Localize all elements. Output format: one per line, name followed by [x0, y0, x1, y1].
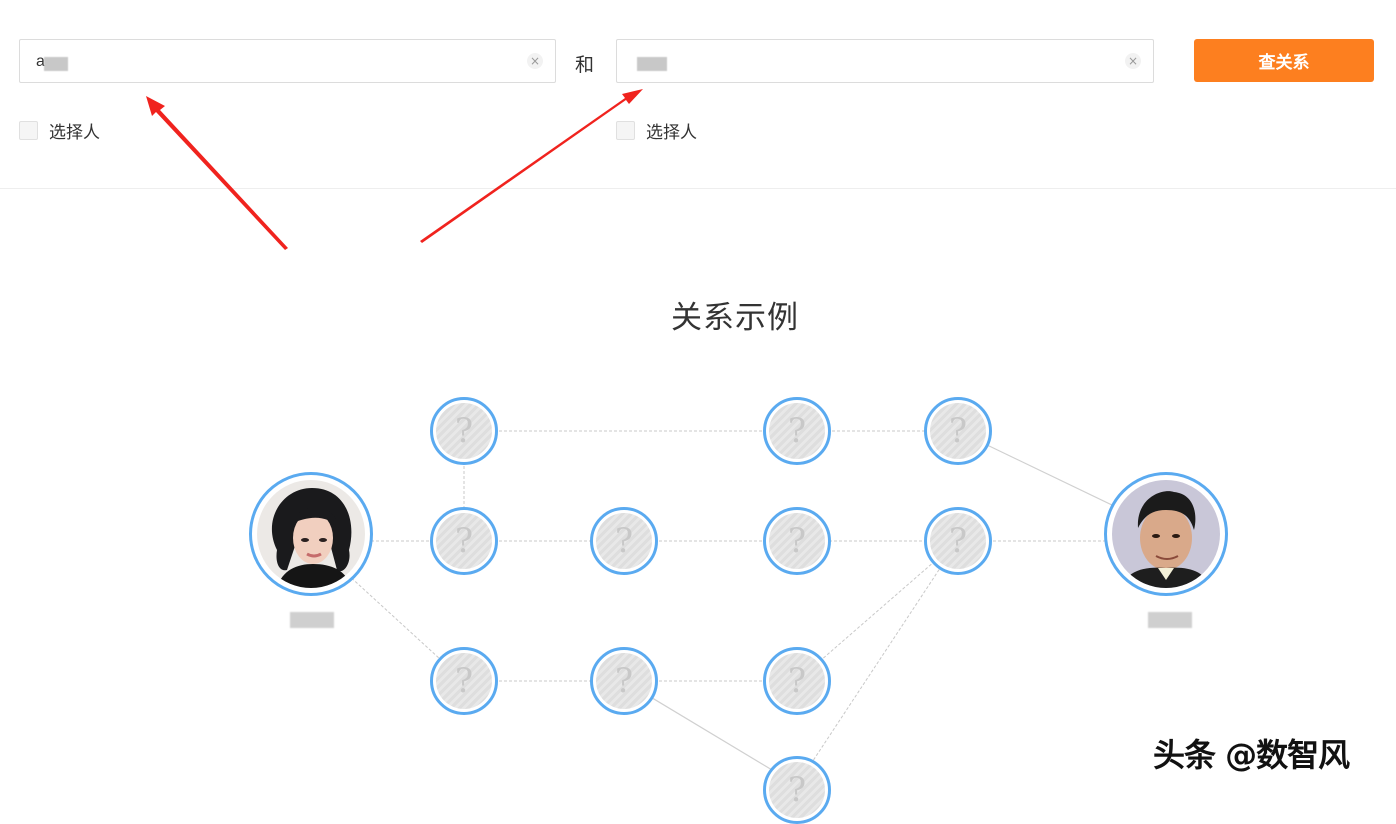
checkbox-label: 选择人 — [646, 123, 697, 143]
checkbox-label: 选择人 — [49, 123, 100, 143]
question-mark-icon: ? — [436, 403, 492, 459]
question-mark-icon: ? — [769, 403, 825, 459]
unknown-node[interactable]: ? — [590, 507, 658, 575]
person-a-input[interactable] — [34, 50, 466, 74]
question-mark-icon: ? — [769, 762, 825, 818]
unknown-node[interactable]: ? — [924, 397, 992, 465]
unknown-node[interactable]: ? — [763, 756, 831, 824]
unknown-node[interactable]: ? — [763, 397, 831, 465]
unknown-node[interactable]: ? — [763, 507, 831, 575]
question-mark-icon: ? — [436, 513, 492, 569]
question-mark-icon: ? — [596, 653, 652, 709]
relationship-search-bar: × 和 × 查关系 选择人 选择人 — [0, 0, 1396, 189]
person-a-field[interactable]: × — [19, 39, 556, 83]
find-relationship-button[interactable]: 查关系 — [1194, 39, 1374, 82]
question-mark-icon: ? — [436, 653, 492, 709]
unknown-node[interactable]: ? — [430, 647, 498, 715]
checkbox-box[interactable] — [19, 121, 38, 140]
unknown-node[interactable]: ? — [590, 647, 658, 715]
right-person-avatar[interactable] — [1104, 472, 1228, 596]
and-connector-label: 和 — [575, 54, 595, 76]
left-person-name-redacted — [290, 612, 334, 628]
clear-icon[interactable]: × — [1125, 53, 1141, 69]
avatar-photo — [1112, 480, 1220, 588]
person-b-input[interactable] — [631, 50, 1064, 74]
redacted-text — [637, 57, 667, 71]
question-mark-icon: ? — [769, 513, 825, 569]
question-mark-icon: ? — [596, 513, 652, 569]
select-person-a-checkbox[interactable]: 选择人 — [19, 118, 100, 143]
left-person-avatar[interactable] — [249, 472, 373, 596]
example-title: 关系示例 — [671, 300, 799, 336]
unknown-node[interactable]: ? — [430, 397, 498, 465]
unknown-node[interactable]: ? — [924, 507, 992, 575]
relationship-graph-edges — [310, 430, 1167, 786]
avatar-photo — [257, 480, 365, 588]
clear-icon[interactable]: × — [527, 53, 543, 69]
watermark-text: 头条 @数智风 — [1153, 736, 1350, 774]
person-b-field[interactable]: × — [616, 39, 1154, 83]
unknown-node[interactable]: ? — [763, 647, 831, 715]
unknown-node[interactable]: ? — [430, 507, 498, 575]
question-mark-icon: ? — [930, 403, 986, 459]
question-mark-icon: ? — [769, 653, 825, 709]
question-mark-icon: ? — [930, 513, 986, 569]
right-person-name-redacted — [1148, 612, 1192, 628]
redacted-text — [44, 57, 68, 71]
